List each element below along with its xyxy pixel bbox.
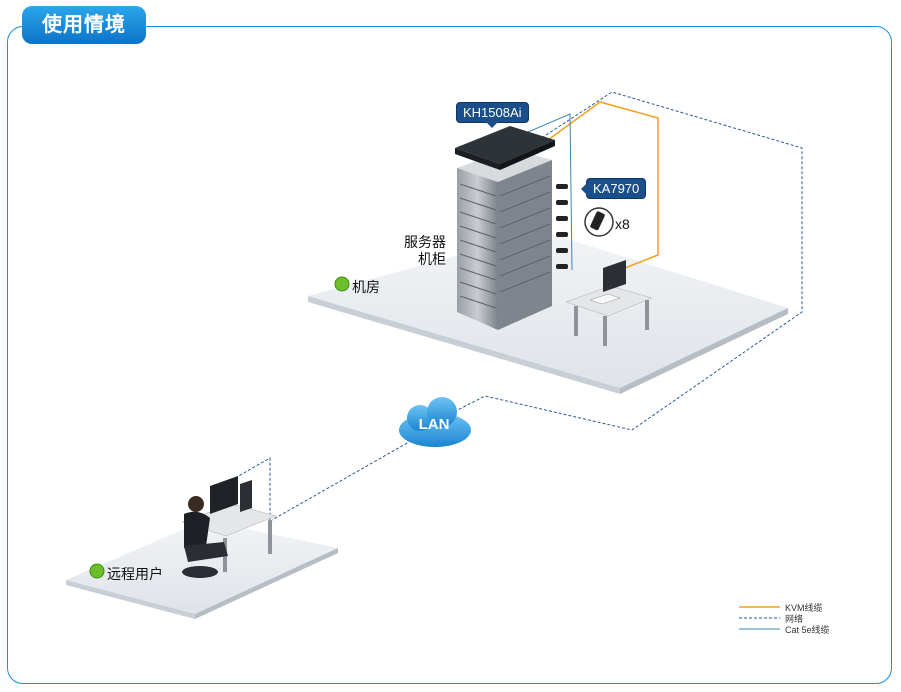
server-room-floor: [308, 232, 788, 394]
lan-cloud-icon: [399, 397, 471, 447]
server-rack: [457, 148, 552, 330]
rack-label-line2: 机柜: [418, 251, 446, 267]
legend-network: 网络: [785, 614, 804, 624]
content-frame: [7, 26, 892, 684]
legend-cat5e: Cat 5e线缆: [785, 625, 830, 635]
legend-kvm-cable: KVM线缆: [785, 603, 823, 613]
remote-workstation: [181, 476, 277, 578]
network-lines: [234, 91, 803, 521]
kvm-switch-device: [455, 126, 555, 170]
remote-user-label: 远程用户: [107, 566, 163, 582]
adapter-dongles: [556, 184, 568, 269]
kh-model-tag: KH1508Ai: [456, 102, 529, 128]
adapter-count: x8: [615, 216, 630, 232]
adapter-closeup-icon: [584, 207, 614, 237]
legend-lines: [739, 606, 780, 630]
room-location-marker-icon: [334, 276, 350, 292]
cat5e-cable-line: [527, 113, 573, 271]
local-console-desk: [565, 260, 653, 346]
kvm-cable-line: [547, 101, 659, 273]
ka-model-tag: KA7970: [580, 178, 647, 199]
room-label: 机房: [352, 279, 380, 295]
section-title-tab: 使用情境: [22, 6, 146, 44]
remote-location-marker-icon: [89, 563, 105, 579]
rack-label-line1: 服务器: [404, 234, 446, 250]
lan-label: LAN: [418, 416, 450, 433]
